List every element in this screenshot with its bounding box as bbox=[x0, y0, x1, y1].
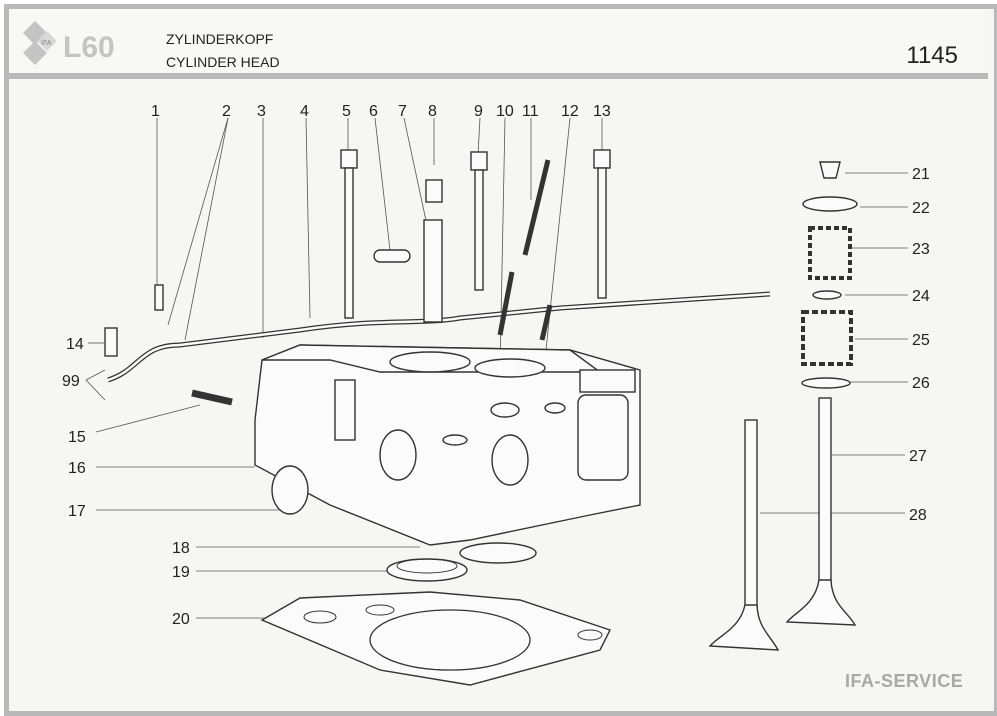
bolts bbox=[104, 149, 611, 406]
callout-7: 7 bbox=[398, 103, 407, 120]
svg-text:IFA: IFA bbox=[41, 40, 52, 47]
callout-16: 16 bbox=[68, 460, 86, 477]
valve-train bbox=[708, 161, 858, 651]
callout-3: 3 bbox=[257, 103, 266, 120]
callout-2: 2 bbox=[222, 103, 231, 120]
callout-24: 24 bbox=[912, 288, 930, 305]
callout-12: 12 bbox=[561, 103, 579, 120]
header: IFA L60 ZYLINDERKOPF CYLINDER HEAD 1145 bbox=[9, 9, 988, 79]
callout-1: 1 bbox=[151, 103, 160, 120]
callout-27: 27 bbox=[909, 448, 927, 465]
callout-13: 13 bbox=[593, 103, 611, 120]
sealing-plug bbox=[271, 465, 309, 515]
callout-25: 25 bbox=[912, 332, 930, 349]
callout-26: 26 bbox=[912, 375, 930, 392]
callout-22: 22 bbox=[912, 200, 930, 217]
callout-10: 10 bbox=[496, 103, 514, 120]
callout-6: 6 bbox=[369, 103, 378, 120]
callout-21: 21 bbox=[912, 166, 930, 183]
callout-8: 8 bbox=[428, 103, 437, 120]
page-number: 1145 bbox=[906, 42, 958, 69]
cylinder-head-gasket bbox=[260, 591, 611, 686]
callouts-top: 1 2 3 4 5 6 7 8 9 10 11 12 13 bbox=[151, 103, 611, 120]
callout-18: 18 bbox=[172, 540, 190, 557]
title-english: CYLINDER HEAD bbox=[166, 54, 280, 70]
callout-23: 23 bbox=[912, 241, 930, 258]
callout-14: 14 bbox=[66, 336, 84, 353]
callout-5: 5 bbox=[342, 103, 351, 120]
callout-20: 20 bbox=[172, 611, 190, 628]
callout-11: 11 bbox=[522, 103, 539, 120]
callout-17: 17 bbox=[68, 503, 86, 520]
callout-28: 28 bbox=[909, 507, 927, 524]
valve-seat-ring bbox=[459, 542, 537, 564]
callout-9: 9 bbox=[474, 103, 483, 120]
callout-4: 4 bbox=[300, 103, 309, 120]
callouts-right: 21 22 23 24 25 26 27 28 bbox=[909, 166, 930, 524]
callout-15: 15 bbox=[68, 429, 86, 446]
leader-lines bbox=[85, 117, 908, 619]
title-german: ZYLINDERKOPF bbox=[166, 31, 274, 47]
ifa-l60-logo: IFA L60 bbox=[23, 21, 115, 65]
callouts-left: 14 99 15 16 17 18 19 20 bbox=[62, 336, 190, 628]
cylinder-head bbox=[254, 344, 641, 546]
callout-99: 99 bbox=[62, 373, 80, 390]
svg-text:L60: L60 bbox=[63, 31, 115, 64]
valve-seat-ring bbox=[386, 558, 468, 582]
callout-19: 19 bbox=[172, 564, 190, 581]
ifa-service-brand: IFA-SERVICE bbox=[845, 671, 964, 691]
